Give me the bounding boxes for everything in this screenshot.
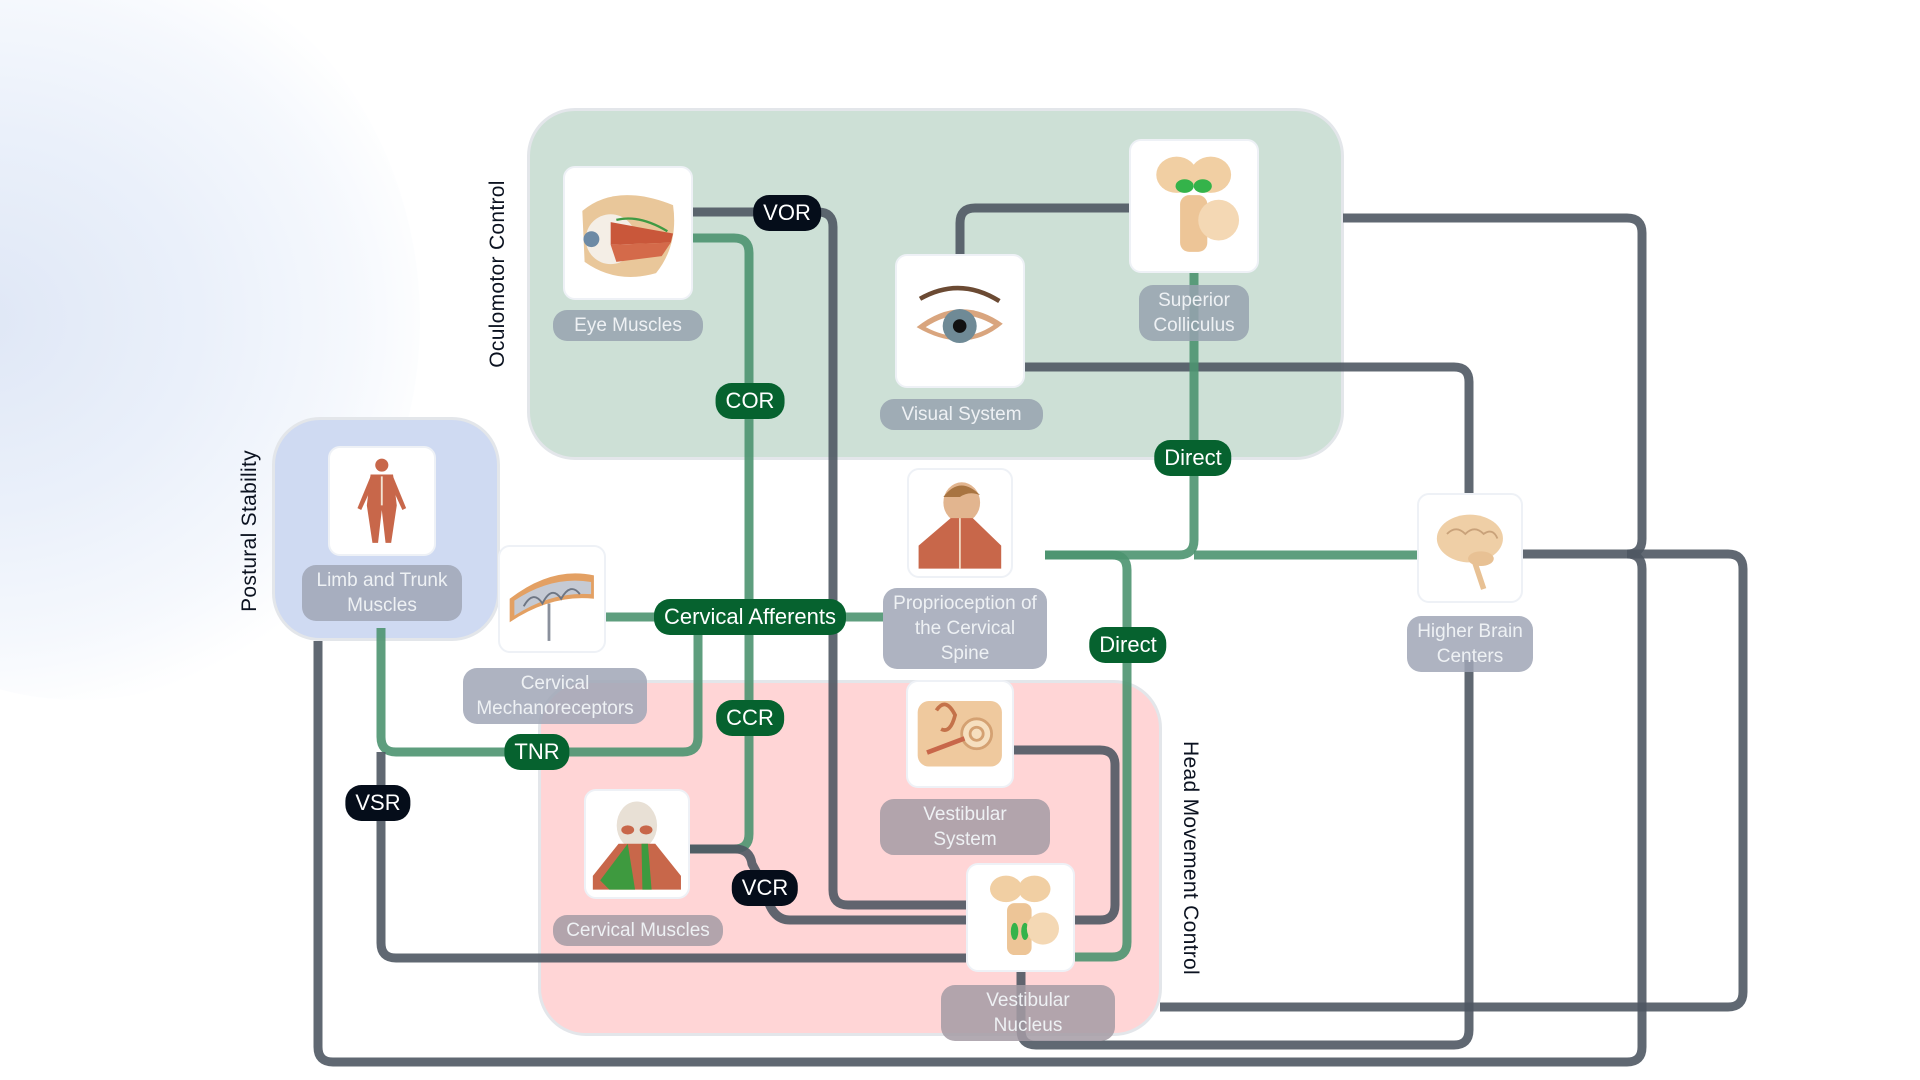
node-vestibular-system-card[interactable] <box>906 680 1014 788</box>
link-visual-colliculus <box>955 203 1129 254</box>
nerve-receptor-icon <box>509 573 595 642</box>
edge-label-vcr[interactable]: VCR <box>731 870 799 906</box>
link-outer-loop <box>313 549 1647 1067</box>
node-eye-muscles-label: Eye Muscles <box>553 310 703 341</box>
node-cervical-muscles-card[interactable] <box>584 789 690 899</box>
link-vor[interactable] <box>693 207 966 910</box>
node-cervical-mechanoreceptors-label: Cervical Mechanoreceptors <box>463 668 647 724</box>
eye-icon <box>916 285 1004 343</box>
node-proprioception-label: Proprioception of the Cervical Spine <box>883 588 1047 669</box>
node-vestibular-system-label: Vestibular System <box>880 799 1050 855</box>
brainstem-icon <box>1156 156 1240 252</box>
link-vestibular <box>1013 745 1120 925</box>
edge-label-direct-lower[interactable]: Direct <box>1089 627 1167 663</box>
edge-label-vsr[interactable]: VSR <box>345 785 411 821</box>
body-muscles-icon <box>357 458 407 544</box>
link-direct-colliculus[interactable] <box>1045 273 1199 560</box>
node-superior-colliculus-label: Superior Colliculus <box>1139 285 1249 341</box>
edge-label-ccr[interactable]: CCR <box>716 700 784 736</box>
link-cor[interactable] <box>693 233 754 620</box>
node-superior-colliculus-card[interactable] <box>1129 139 1259 273</box>
edge-label-cor[interactable]: COR <box>715 383 785 419</box>
node-cervical-muscles-label: Cervical Muscles <box>553 915 723 946</box>
node-limb-trunk-label: Limb and Trunk Muscles <box>302 565 462 621</box>
node-eye-muscles-card[interactable] <box>563 166 693 300</box>
node-visual-system-label: Visual System <box>880 399 1043 430</box>
node-higher-brain-label: Higher Brain Centers <box>1407 616 1533 672</box>
brain-icon <box>1436 514 1504 591</box>
link-vsr[interactable] <box>376 752 966 963</box>
neck-back-icon <box>918 482 1002 569</box>
node-higher-brain-card[interactable] <box>1417 493 1523 603</box>
brainstem-nucleus-icon <box>990 875 1060 956</box>
neck-muscles-icon <box>592 801 682 890</box>
edge-label-tnr[interactable]: TNR <box>504 734 570 770</box>
node-vestibular-nucleus-label: Vestibular Nucleus <box>941 985 1115 1041</box>
node-proprioception-card[interactable] <box>907 468 1013 578</box>
inner-ear-icon <box>917 701 1003 767</box>
eye-muscles-icon <box>582 194 675 277</box>
node-vestibular-nucleus-card[interactable] <box>966 863 1075 972</box>
edge-label-vor[interactable]: VOR <box>753 195 821 231</box>
edge-label-cervical-afferents[interactable]: Cervical Afferents <box>653 599 847 635</box>
node-limb-trunk-card[interactable] <box>328 446 436 556</box>
link-visual-higher <box>1024 362 1474 493</box>
edge-label-direct-upper[interactable]: Direct <box>1154 440 1232 476</box>
node-visual-system-card[interactable] <box>895 254 1025 388</box>
node-cervical-mechanoreceptors-card[interactable] <box>498 545 606 653</box>
link-higher-right <box>1160 549 1748 1012</box>
link-direct-nucleus[interactable] <box>1045 550 1132 962</box>
